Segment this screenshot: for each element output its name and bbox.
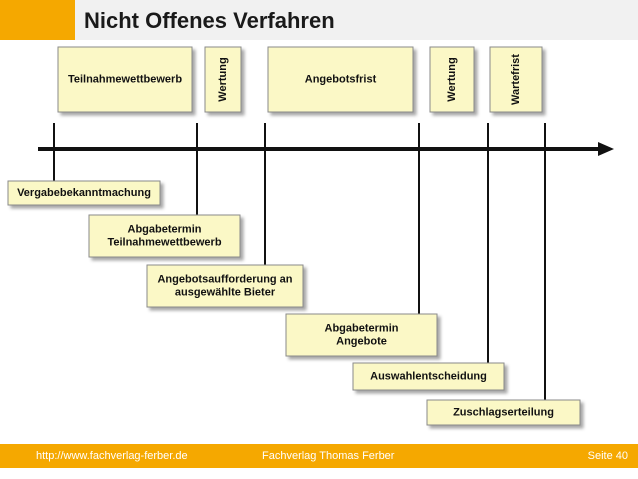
timeline-arrowhead: [598, 142, 614, 156]
footer-publisher: Fachverlag Thomas Ferber: [262, 450, 395, 462]
milestone-label: Abgabetermin: [325, 323, 399, 335]
milestone-label: Teilnahmewettbewerb: [107, 237, 221, 249]
footer-page-number: Seite 40: [587, 450, 628, 462]
phase-box: Teilnahmewettbewerb: [57, 46, 193, 113]
milestone-label: Angebote: [336, 336, 387, 348]
phase-label: Angebotsfrist: [305, 74, 377, 86]
milestone-box: Zuschlagserteilung: [426, 399, 581, 426]
phase-box: Wertung: [429, 46, 475, 113]
phase-label: Wertung: [217, 57, 229, 101]
page-title: Nicht Offenes Verfahren: [84, 8, 335, 33]
phase-label: Wertung: [446, 57, 458, 101]
milestone-label: Vergabebekanntmachung: [17, 187, 151, 199]
phase-label: Teilnahmewettbewerb: [68, 74, 182, 86]
milestone-box: Auswahlentscheidung: [352, 362, 505, 391]
milestone-label: Angebotsaufforderung an: [157, 274, 292, 286]
header-band: [0, 0, 638, 40]
phase-box: Wartefrist: [489, 46, 543, 113]
milestone-box: Vergabebekanntmachung: [7, 180, 161, 206]
footer-url[interactable]: http://www.fachverlag-ferber.de: [36, 450, 188, 462]
milestone-label: Zuschlagserteilung: [453, 407, 554, 419]
header-accent: [0, 0, 75, 40]
phase-label: Wartefrist: [510, 54, 522, 105]
milestone-label: Abgabetermin: [128, 224, 202, 236]
footer-band: [0, 444, 638, 468]
milestone-label: Auswahlentscheidung: [370, 371, 487, 383]
milestone-label: ausgewählte Bieter: [175, 287, 276, 299]
timeline-diagram: Teilnahmewettbewerb Wertung Angebotsfrist W…: [7, 46, 614, 426]
phase-box: Wertung: [204, 46, 242, 113]
phase-box: Angebotsfrist: [267, 46, 414, 113]
